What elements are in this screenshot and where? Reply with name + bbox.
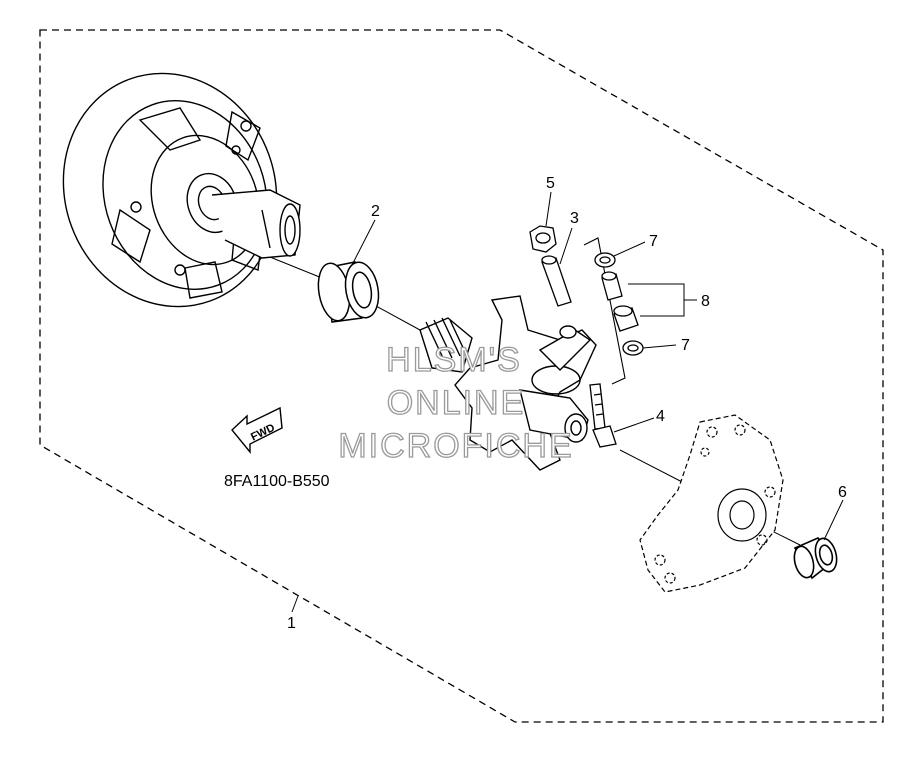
callout-7-bottom: 7 bbox=[681, 337, 690, 354]
callout-6: 6 bbox=[838, 484, 847, 501]
callout-2: 2 bbox=[371, 203, 380, 220]
bolt-part bbox=[589, 383, 617, 448]
washer-part bbox=[594, 252, 644, 356]
forward-arrow-icon: FWD bbox=[231, 406, 283, 454]
callout-7-top: 7 bbox=[649, 233, 658, 250]
cover-plate bbox=[639, 414, 784, 593]
pin-part bbox=[541, 255, 572, 307]
diagram-part-code: 8FA1100-B550 bbox=[224, 473, 330, 490]
watermark: HLSM'S ONLINE MICROFICHE bbox=[338, 340, 573, 465]
leader-lines bbox=[291, 191, 844, 613]
nut-part bbox=[529, 225, 557, 253]
callout-5: 5 bbox=[546, 175, 555, 192]
assembly-boundary bbox=[39, 29, 884, 723]
collar-part bbox=[317, 261, 380, 323]
callout-3: 3 bbox=[570, 210, 579, 227]
callout-1: 1 bbox=[287, 615, 296, 632]
part-group-bracket bbox=[583, 237, 626, 385]
end-bushing-part bbox=[793, 537, 838, 580]
bushing-part bbox=[601, 271, 639, 332]
watermark-line-1: HLSM'S bbox=[386, 341, 522, 379]
watermark-line-3: MICROFICHE bbox=[338, 427, 573, 465]
callout-4: 4 bbox=[656, 408, 665, 425]
watermark-line-2: ONLINE bbox=[387, 384, 526, 422]
callout-8: 8 bbox=[701, 293, 710, 310]
primary-sheave bbox=[62, 72, 301, 308]
spider-hub bbox=[419, 295, 597, 471]
